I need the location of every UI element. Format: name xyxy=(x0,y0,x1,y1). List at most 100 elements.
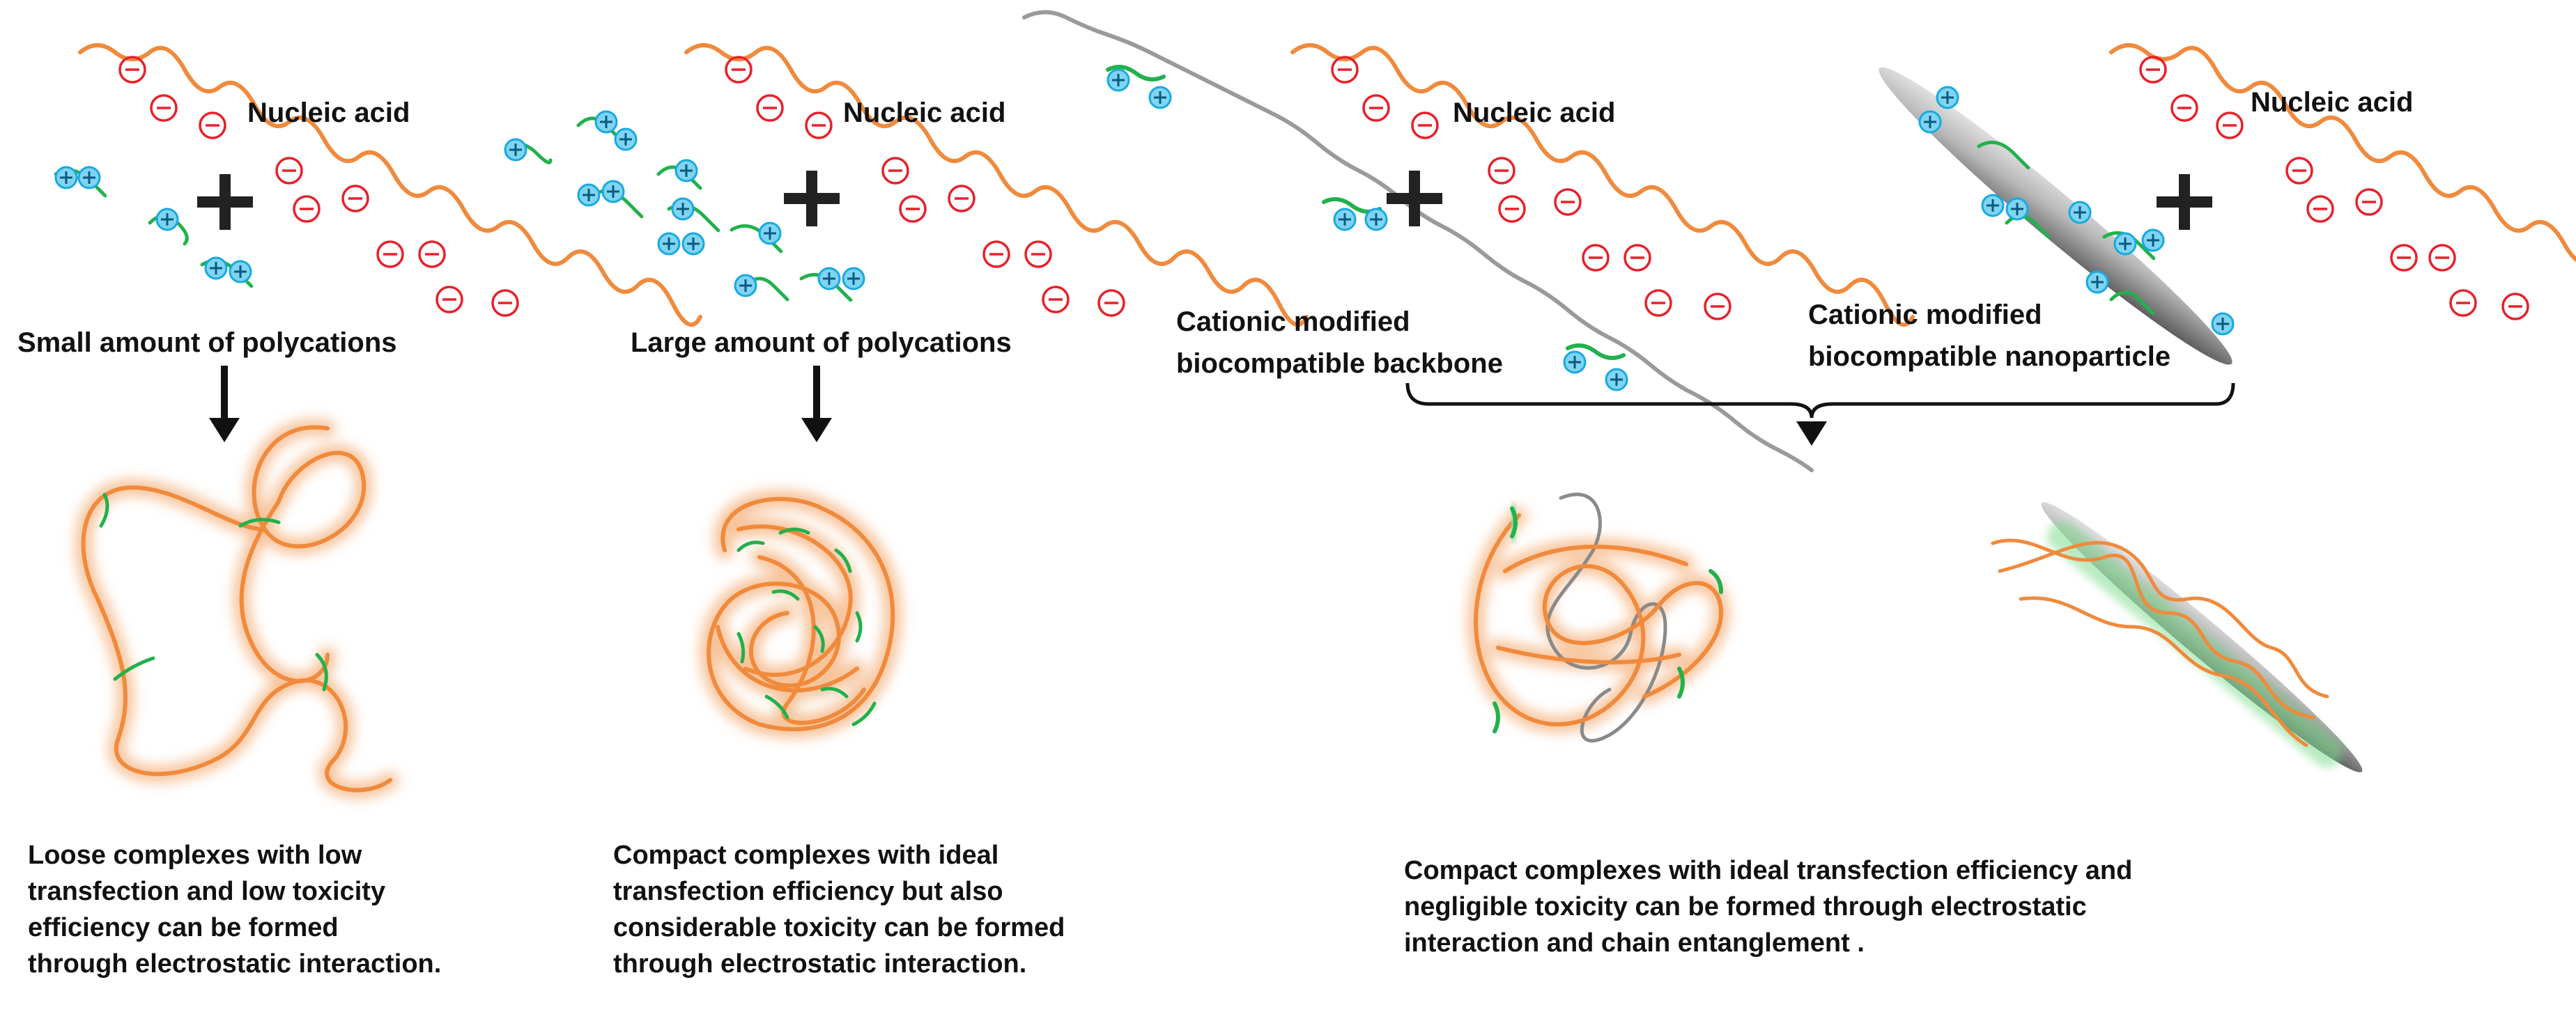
label-cationic-modified-2: Cationic modified xyxy=(1808,299,2042,330)
polycation-fragments xyxy=(54,116,2156,316)
nucleic-acid-strand-2 xyxy=(684,43,1309,327)
positive-charge xyxy=(2085,270,2109,294)
polycation-fragment xyxy=(736,540,765,552)
negative-charge xyxy=(293,195,321,223)
negative-charge xyxy=(725,56,753,84)
negative-charge xyxy=(275,157,303,185)
positive-charge xyxy=(2141,228,2165,252)
caption-compact-ideal-line-3: interaction and chain entanglement . xyxy=(1404,928,1865,958)
polycation-fragment xyxy=(736,632,746,664)
negative-charge xyxy=(491,289,519,317)
polycation-fragment xyxy=(315,653,328,692)
plus-sign xyxy=(1387,171,1442,226)
positive-charge xyxy=(1333,208,1357,231)
negative-charge xyxy=(150,94,178,122)
labels: Nucleic acid Nucleic acid Nucleic acid N… xyxy=(17,87,2413,379)
negative-charge xyxy=(899,195,927,223)
negative-charge xyxy=(1362,94,1390,122)
label-nucleic-acid-2: Nucleic acid xyxy=(843,98,1005,128)
positive-charge xyxy=(614,127,638,151)
positive-charge xyxy=(229,260,252,283)
compact-complex-polycations xyxy=(736,527,877,726)
caption-compact-toxic-line-4: through electrostatic interaction. xyxy=(613,949,1026,979)
positive-charge xyxy=(657,232,681,256)
caption-compact-toxic-line-3: considerable toxicity can be formed xyxy=(613,913,1065,942)
positive-charge xyxy=(1918,110,1942,134)
negative-charge xyxy=(2449,289,2477,317)
brace-arrowhead xyxy=(1796,421,1827,446)
negative-charge xyxy=(2390,244,2418,272)
positive-charge xyxy=(2113,232,2137,256)
polycation-fragment xyxy=(2102,231,2156,260)
polycation-fragment xyxy=(2109,290,2155,316)
captions: Loose complexes with low transfection an… xyxy=(28,841,2132,979)
backbone-complex-polycations xyxy=(1493,504,1723,733)
compact-complex-toxic xyxy=(700,490,902,739)
cationic-nanoparticle-rod xyxy=(1879,67,2232,365)
polycation-fragment xyxy=(113,656,155,681)
loose-complex xyxy=(75,419,399,799)
negative-charge xyxy=(756,94,784,122)
polycation-fragment xyxy=(771,589,800,601)
right-brace xyxy=(1405,382,2235,419)
positive-charges xyxy=(54,68,2235,391)
compact-complex-nanoparticle xyxy=(1991,502,2363,772)
negative-charge xyxy=(1498,195,1526,223)
backbone-complex-strand xyxy=(1474,513,1724,726)
loose-complex-strand xyxy=(81,425,392,793)
label-nucleic-acid-1: Nucleic acid xyxy=(247,98,410,128)
polycation-fragment xyxy=(1977,140,2030,170)
positive-charge xyxy=(842,267,865,290)
plus-sign xyxy=(784,171,840,226)
positive-charge xyxy=(2068,201,2092,224)
negative-charge xyxy=(418,240,446,268)
caption-compact-ideal-line-2: negligible toxicity can be formed throug… xyxy=(1404,892,2087,921)
caption-loose-line-1: Loose complexes with low xyxy=(28,841,362,870)
polycation-fragment xyxy=(1709,569,1723,594)
nucleic-acid-strands xyxy=(78,10,2576,472)
label-large-amount: Large amount of polycations xyxy=(631,327,1012,358)
backbone-complex-gray xyxy=(1545,492,1667,742)
negative-charge xyxy=(1411,111,1439,139)
plus-signs xyxy=(197,171,2212,230)
backbone-cationic-segment xyxy=(1106,65,1166,81)
caption-compact-toxic-line-1: Compact complexes with ideal xyxy=(613,841,998,870)
positive-charge xyxy=(54,166,78,189)
negative-charge xyxy=(1097,289,1125,317)
positive-charge xyxy=(504,138,527,162)
label-small-amount: Small amount of polycations xyxy=(17,327,397,358)
positive-charge xyxy=(1148,86,1172,109)
caption-loose-line-2: transfection and low toxicity xyxy=(28,877,385,906)
compact-complex-strand xyxy=(707,497,895,732)
polycation-fragment xyxy=(834,548,852,573)
caption-loose-line-4: through electrostatic interaction. xyxy=(28,949,441,979)
polycation-fragment xyxy=(820,687,849,699)
polycation-fragment xyxy=(813,625,825,653)
negative-charge xyxy=(1644,289,1672,317)
negative-charge xyxy=(2428,244,2456,272)
negative-charge xyxy=(2501,293,2529,320)
label-nucleic-acid-4: Nucleic acid xyxy=(2251,87,2413,118)
positive-charge xyxy=(1563,350,1587,374)
polycation-fragment xyxy=(238,517,281,528)
positive-charge xyxy=(758,221,782,245)
polycation-fragment xyxy=(1493,701,1500,733)
negative-charge xyxy=(948,185,975,212)
negative-charge xyxy=(2216,111,2244,139)
positive-charge xyxy=(577,183,601,207)
negative-charge xyxy=(118,56,146,84)
positive-charge xyxy=(2211,312,2235,336)
polycation-fragment xyxy=(1677,667,1685,699)
label-nanoparticle: biocompatible nanoparticle xyxy=(1808,341,2170,372)
backbone-cationic-segment xyxy=(1566,343,1626,360)
negative-charge xyxy=(341,185,369,212)
label-cationic-modified-1: Cationic modified xyxy=(1176,306,1410,337)
positive-charge xyxy=(734,274,757,297)
negative-charges xyxy=(118,56,2529,320)
positive-charge xyxy=(1936,86,1959,109)
caption-loose-line-3: efficiency can be formed xyxy=(28,913,339,942)
negative-charge xyxy=(2285,157,2313,185)
negative-charge xyxy=(2355,188,2383,216)
nucleic-acid-strand-4 xyxy=(2109,43,2576,263)
